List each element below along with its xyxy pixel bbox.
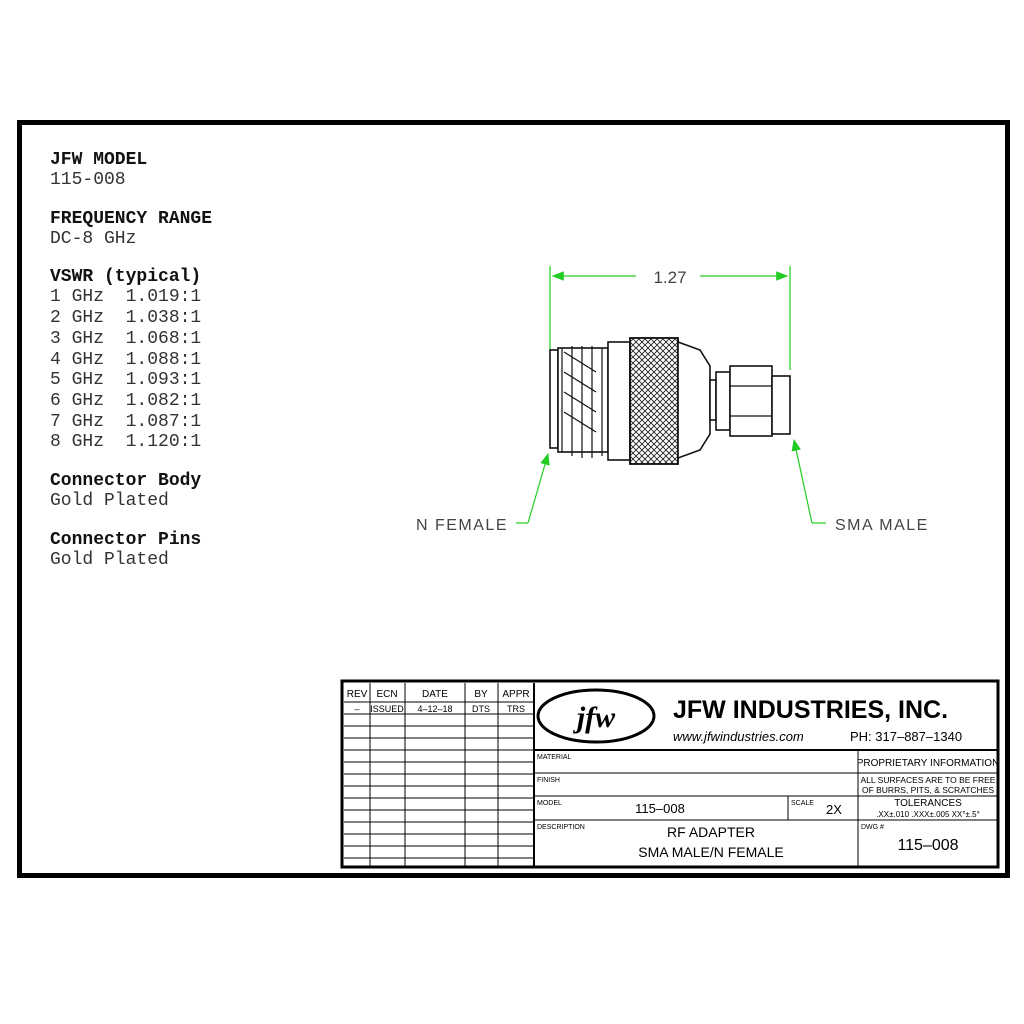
rev-value: – xyxy=(354,704,359,714)
specs-panel: JFW MODEL 115-008 FREQUENCY RANGE DC-8 G… xyxy=(50,150,212,588)
leader-lines: N FEMALE SMA MALE xyxy=(416,438,929,534)
model-value: 115-008 xyxy=(50,170,126,190)
vswr-ratio: 1.038:1 xyxy=(125,308,202,329)
proprietary-notice: PROPRIETARY INFORMATION xyxy=(857,758,1000,769)
jfw-logo: jfw xyxy=(536,688,656,744)
pins-spec: Connector Pins Gold Plated xyxy=(50,530,212,571)
model-field-value: 115–008 xyxy=(635,801,685,816)
pins-value: Gold Plated xyxy=(50,549,169,570)
vswr-row: 8 GHz 1.120:1 xyxy=(50,432,212,453)
title-block: REV ECN DATE BY APPR – ISSUED 4–12–18 DT… xyxy=(340,679,1000,869)
vswr-frequency: 6 GHz xyxy=(50,390,105,411)
date-value: 4–12–18 xyxy=(417,704,452,714)
vswr-ratio: 1.093:1 xyxy=(125,370,202,391)
adapter-drawing xyxy=(549,337,791,465)
vswr-row: 7 GHz 1.087:1 xyxy=(50,412,212,433)
frequency-spec: FREQUENCY RANGE DC-8 GHz xyxy=(50,209,212,250)
vswr-row: 5 GHz 1.093:1 xyxy=(50,370,212,391)
description-line-1: RF ADAPTER xyxy=(667,824,755,840)
vswr-frequency: 1 GHz xyxy=(50,287,105,308)
scale-label: SCALE xyxy=(791,800,814,807)
by-value: DTS xyxy=(472,704,490,714)
vswr-frequency: 2 GHz xyxy=(50,308,105,329)
vswr-row: 2 GHz 1.038:1 xyxy=(50,308,212,329)
surfaces-note-1: ALL SURFACES ARE TO BE FREE xyxy=(861,775,996,785)
vswr-ratio: 1.087:1 xyxy=(125,411,202,432)
company-name: JFW INDUSTRIES, INC. xyxy=(673,696,948,724)
vswr-ratio: 1.082:1 xyxy=(125,390,202,411)
vswr-ratio: 1.068:1 xyxy=(125,328,202,349)
model-label: MODEL xyxy=(537,800,562,807)
body-heading: Connector Body xyxy=(50,471,202,492)
description-line-2: SMA MALE/N FEMALE xyxy=(638,844,783,860)
ecn-value: ISSUED xyxy=(370,704,404,714)
vswr-ratio: 1.088:1 xyxy=(125,349,202,370)
rev-header: REV xyxy=(347,689,368,700)
dimension-annotation: 1.27 xyxy=(549,266,791,370)
sma-male-label: SMA MALE xyxy=(835,517,929,534)
vswr-row: 4 GHz 1.088:1 xyxy=(50,350,212,371)
model-spec: JFW MODEL 115-008 xyxy=(50,150,212,191)
body-spec: Connector Body Gold Plated xyxy=(50,471,212,512)
sheet-border xyxy=(17,120,1010,878)
logo-lettering: jfw xyxy=(573,701,616,734)
vswr-frequency: 7 GHz xyxy=(50,411,105,432)
appr-value: TRS xyxy=(507,704,525,714)
vswr-frequency: 4 GHz xyxy=(50,349,105,370)
model-heading: JFW MODEL xyxy=(50,150,148,170)
tolerances-values: .XX±.010 .XXX±.005 XX°±.5° xyxy=(876,810,980,819)
by-header: BY xyxy=(474,689,488,700)
vswr-ratio: 1.120:1 xyxy=(125,432,202,453)
dimension-value: 1.27 xyxy=(653,268,686,287)
vswr-ratio: 1.019:1 xyxy=(125,287,202,308)
vswr-row: 3 GHz 1.068:1 xyxy=(50,329,212,350)
scale-value: 2X xyxy=(826,802,842,817)
company-website[interactable]: www.jfwindustries.com xyxy=(673,729,804,744)
frequency-heading: FREQUENCY RANGE xyxy=(50,208,213,229)
surfaces-note-2: OF BURRS, PITS, & SCRATCHES xyxy=(862,785,994,795)
company-phone: PH: 317–887–1340 xyxy=(850,729,962,744)
vswr-heading: VSWR (typical) xyxy=(50,267,202,288)
dwg-label: DWG # xyxy=(861,824,884,831)
vswr-frequency: 8 GHz xyxy=(50,432,105,453)
vswr-frequency: 3 GHz xyxy=(50,328,105,349)
date-header: DATE xyxy=(422,689,448,700)
vswr-row: 6 GHz 1.082:1 xyxy=(50,391,212,412)
tolerances-heading: TOLERANCES xyxy=(894,798,962,809)
vswr-frequency: 5 GHz xyxy=(50,370,105,391)
n-female-label: N FEMALE xyxy=(416,517,508,534)
dwg-number: 115–008 xyxy=(897,837,958,854)
body-value: Gold Plated xyxy=(50,491,169,512)
finish-label: FINISH xyxy=(537,777,560,784)
revision-table xyxy=(344,683,535,866)
material-label: MATERIAL xyxy=(537,754,572,761)
appr-header: APPR xyxy=(502,689,529,700)
vswr-row: 1 GHz 1.019:1 xyxy=(50,287,212,308)
description-label: DESCRIPTION xyxy=(537,824,585,831)
frequency-value: DC-8 GHz xyxy=(50,228,137,249)
pins-heading: Connector Pins xyxy=(50,529,202,550)
ecn-header: ECN xyxy=(376,689,397,700)
